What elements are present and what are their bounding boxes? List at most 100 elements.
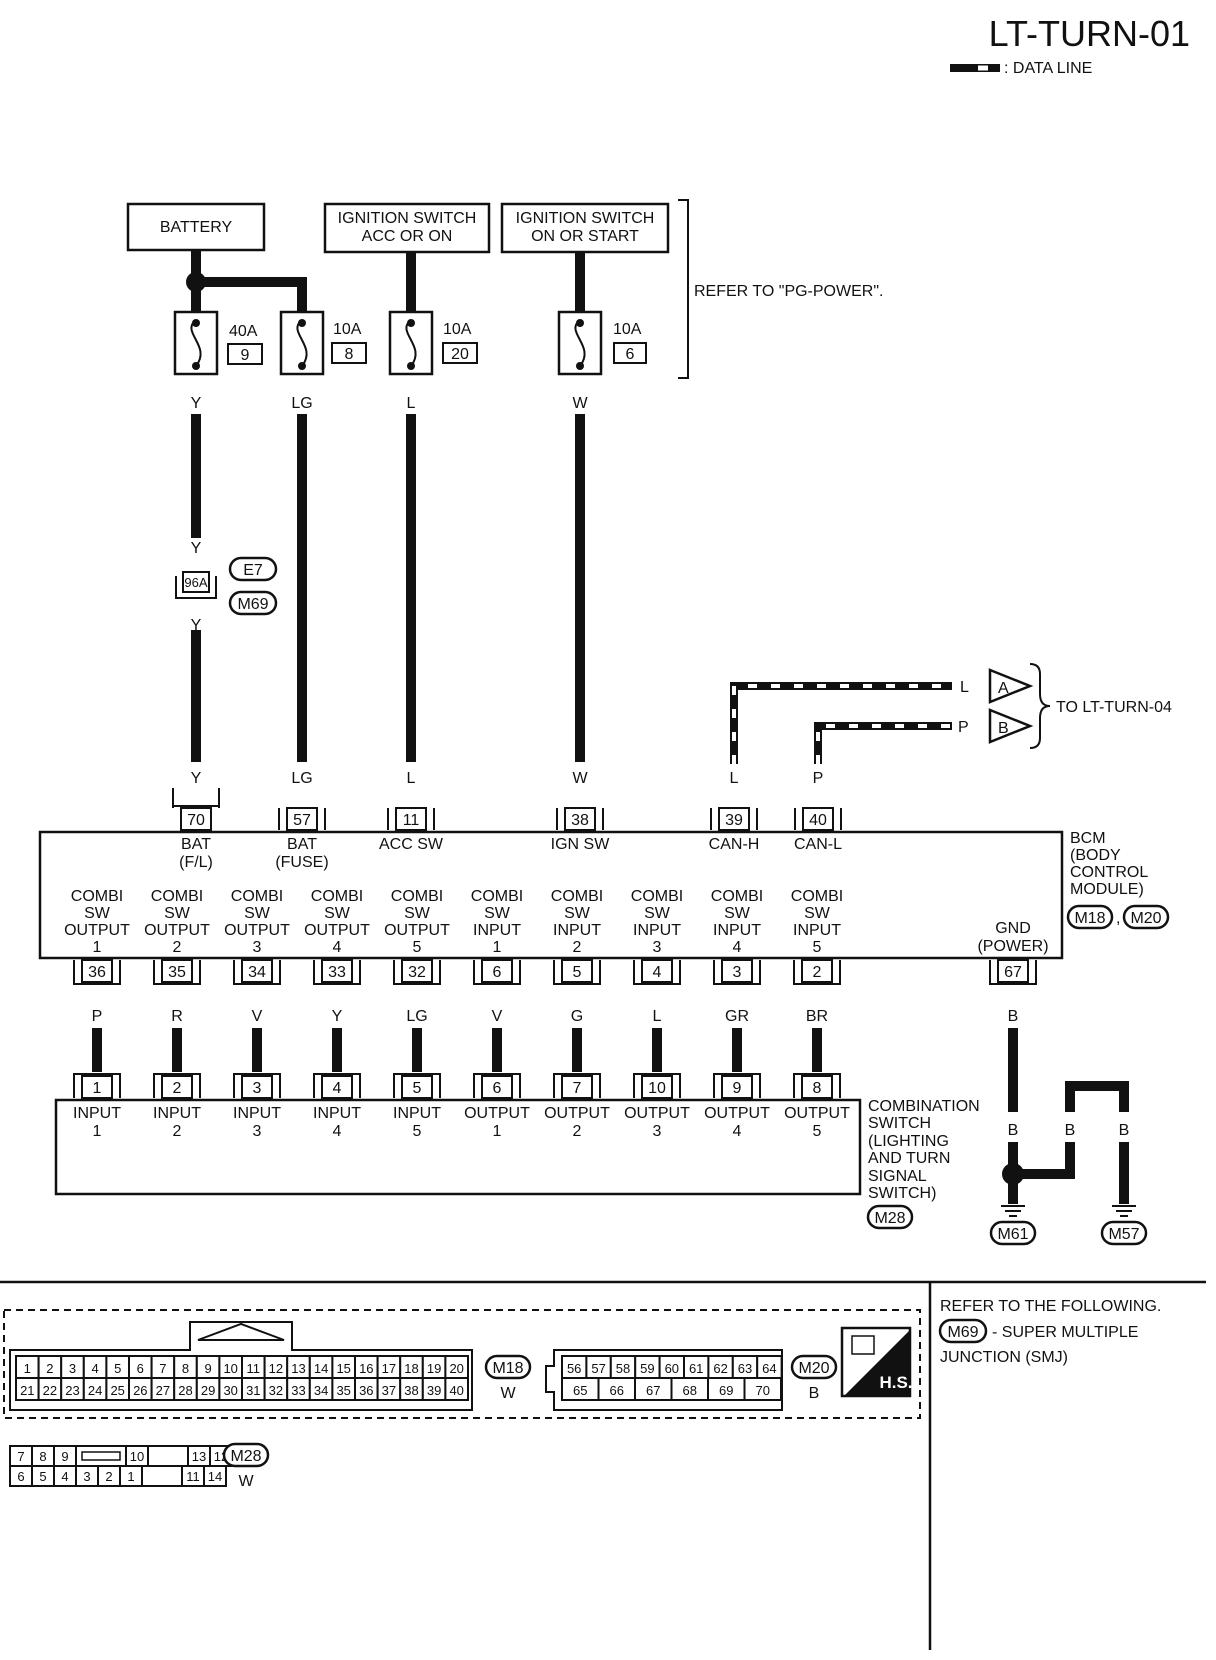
bcm-bottom-pin-num: 36	[88, 964, 106, 981]
m28-cavity: 14	[208, 1469, 222, 1484]
m18-cavity: 30	[223, 1383, 237, 1398]
bcm-top-pin-39: 39	[710, 807, 758, 831]
m18-cavity: 35	[336, 1383, 350, 1398]
m18-cavity: 11	[247, 1361, 261, 1376]
m18-cavity: 40	[449, 1383, 463, 1398]
m18-cavity: 6	[137, 1361, 144, 1376]
bcm-bottom-label: SW	[484, 905, 511, 922]
bcm-bottom-label: INPUT	[473, 922, 521, 939]
m20-cavity: 62	[713, 1361, 727, 1376]
m28-code: M28	[230, 1448, 261, 1465]
m28-cavity: 1	[127, 1469, 134, 1484]
bcm-label-can-l: CAN-L	[794, 836, 842, 853]
notes: REFER TO THE FOLLOWING. M69 - SUPER MULT…	[938, 1298, 1161, 1366]
bcm-label-bat-fuse-1: BAT	[287, 836, 317, 853]
bcm-code-m18: M18	[1074, 910, 1105, 927]
combination-switch-box	[54, 1098, 862, 1196]
fuse-2-num: 8	[345, 346, 354, 363]
m20-cavity: 68	[683, 1383, 697, 1398]
battery-label: BATTERY	[160, 219, 233, 236]
connector-views-frame	[3, 1309, 921, 1419]
bcm-bottom-wire-color: P	[92, 1008, 103, 1025]
bcm-top-pin-40-num: 40	[809, 812, 827, 829]
bcm-top-pin-70: 70	[172, 788, 220, 831]
bcm-top-pin-11-num: 11	[403, 812, 420, 829]
bcm-bottom-label: OUTPUT	[224, 922, 290, 939]
combi-pin-label: INPUT	[233, 1105, 281, 1122]
bcm-bottom-label: COMBI	[551, 888, 603, 905]
m18-cavity: 8	[182, 1361, 189, 1376]
combi-pin-label: 3	[653, 1123, 662, 1140]
fuse-1-amp: 40A	[229, 323, 258, 340]
inline-connector-num: 96A	[184, 575, 207, 590]
vertical-wires	[191, 414, 585, 762]
bcm-label-acc-sw: ACC SW	[379, 836, 444, 853]
m18-cavity: 17	[382, 1361, 396, 1376]
bcm-label-bat-fl-2: (F/L)	[179, 854, 213, 871]
m20-color: B	[809, 1385, 820, 1402]
combination-switch-pins: 1INPUT12INPUT23INPUT34INPUT45INPUT56OUTP…	[73, 1073, 850, 1140]
combi-pin-label: INPUT	[393, 1105, 441, 1122]
bcm-bottom-wire-color: BR	[806, 1008, 828, 1025]
combi-name-6: SWITCH)	[868, 1185, 936, 1202]
bcm-bottom-wire-color: R	[171, 1008, 183, 1025]
bcm-bottom-wire-color: V	[492, 1008, 503, 1025]
bcm-top-pin-38-num: 38	[571, 812, 589, 829]
ground-code-m57: M57	[1108, 1226, 1139, 1243]
bcm-name-1: BCM	[1070, 830, 1106, 847]
data-line-legend: : DATA LINE	[950, 60, 1092, 77]
bcm-top-pin-11: 11	[387, 807, 435, 831]
fuse-1-num: 9	[241, 347, 250, 364]
bcm-bottom-label: 2	[173, 939, 182, 956]
combi-pin-num: 10	[648, 1080, 666, 1097]
m28-cavity: 3	[83, 1469, 90, 1484]
m18-cavity: 10	[223, 1361, 237, 1376]
m18-cavity: 33	[291, 1383, 305, 1398]
m28-cavity: 13	[192, 1449, 206, 1464]
bcm-bottom-pin-num: 35	[168, 964, 186, 981]
gnd-label-2: (POWER)	[977, 938, 1048, 955]
gnd-pin-num: 67	[1004, 964, 1022, 981]
bcm-bottom-label: SW	[324, 905, 351, 922]
m28-cavity: 8	[39, 1449, 46, 1464]
bcm-top-color-57: LG	[291, 770, 312, 787]
bcm-bottom-label: SW	[84, 905, 111, 922]
bcm-top-color-39: L	[730, 770, 739, 787]
m18-code: M18	[492, 1360, 523, 1377]
bcm-bottom-label: COMBI	[71, 888, 123, 905]
ground-symbol-m57: M57	[1100, 1205, 1148, 1246]
m18-cavity: 5	[114, 1361, 121, 1376]
bcm-bottom-label: INPUT	[793, 922, 841, 939]
m20-cavity: 56	[567, 1361, 581, 1376]
can-destination: TO LT-TURN-04	[1056, 699, 1172, 716]
bcm-bottom-label: 1	[493, 939, 502, 956]
inline-color-top: Y	[191, 540, 202, 557]
notes-line-2: - SUPER MULTIPLE	[992, 1324, 1138, 1341]
combi-pin-num: 7	[573, 1080, 582, 1097]
m18-cavity: 3	[69, 1361, 76, 1376]
m20-cavity: 66	[610, 1383, 624, 1398]
bcm-bottom-wire-color: G	[571, 1008, 583, 1025]
notes-code-m69: M69	[947, 1324, 978, 1341]
combi-pin-label: 5	[413, 1123, 422, 1140]
inline-code-e7: E7	[243, 562, 263, 579]
m28-cavity: 5	[39, 1469, 46, 1484]
bcm-bottom-label: 2	[573, 939, 582, 956]
combi-pin-num: 5	[413, 1080, 422, 1097]
combi-pin-label: INPUT	[73, 1105, 121, 1122]
bcm-name: BCM (BODY CONTROL MODULE) M18 , M20	[1066, 830, 1170, 930]
m20-cavity: 60	[665, 1361, 679, 1376]
bcm-gnd: GND (POWER) 67 B B B B M61 M57	[977, 920, 1148, 1246]
bcm-bottom-label: 5	[813, 939, 822, 956]
m20-cavity: 65	[573, 1383, 587, 1398]
combi-pin-label: OUTPUT	[624, 1105, 690, 1122]
can-data-lines: L P A B TO LT-TURN-04	[730, 663, 1172, 764]
